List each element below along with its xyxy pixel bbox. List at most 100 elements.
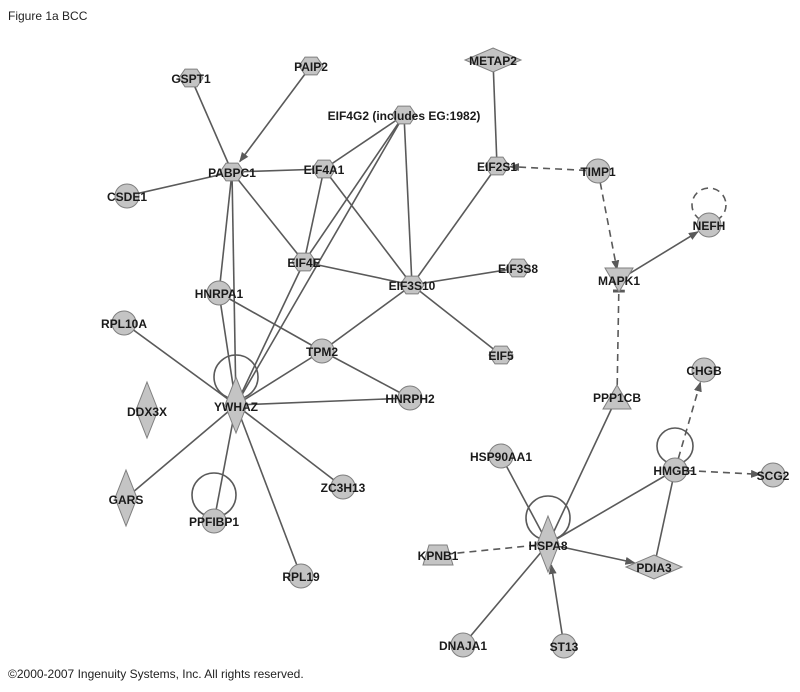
- edge-eif4e-eif3s10: [303, 261, 413, 286]
- node-label-metap2: METAP2: [469, 54, 517, 68]
- node-label-mapk1: MAPK1: [598, 274, 640, 288]
- node-shape-circle-icon: [691, 357, 717, 383]
- node-tpm2[interactable]: TPM2: [306, 338, 338, 364]
- edge-eif3s10-eif3s8: [411, 267, 519, 286]
- node-rpl10a[interactable]: RPL10A: [101, 310, 147, 336]
- node-label-paip2: PAIP2: [294, 60, 328, 74]
- edge-ppp1cb-mapk1: [612, 289, 625, 398]
- node-label-pdia3: PDIA3: [636, 561, 672, 575]
- node-label-rpl19: RPL19: [282, 570, 320, 584]
- edge-eif4e-ywhaz: [235, 261, 305, 406]
- node-ppp1cb[interactable]: PPP1CB: [593, 384, 641, 410]
- node-eif5[interactable]: EIF5: [488, 345, 514, 365]
- edge-tpm2-hnrph2: [321, 350, 411, 399]
- edge-st13-hspa8: [548, 564, 565, 647]
- node-hspa8[interactable]: HSPA8: [528, 514, 568, 574]
- edge-eif4a1-eif3s10: [323, 168, 413, 286]
- node-shape-circle-icon: [585, 158, 611, 184]
- edge-hspa8-ppp1cb: [547, 396, 618, 545]
- node-label-nefh: NEFH: [693, 219, 726, 233]
- node-pabpc1[interactable]: PABPC1: [208, 162, 256, 182]
- node-eif3s8[interactable]: EIF3S8: [498, 258, 538, 278]
- node-shape-hexagon-icon: [298, 56, 324, 76]
- node-shape-triangle-down-icon: [604, 267, 634, 293]
- node-label-tpm2: TPM2: [306, 345, 338, 359]
- node-shape-circle-icon: [760, 462, 786, 488]
- node-timp1[interactable]: TIMP1: [580, 158, 616, 184]
- node-ywhaz[interactable]: YWHAZ: [214, 375, 258, 435]
- node-chgb[interactable]: CHGB: [686, 357, 722, 383]
- node-eif4e[interactable]: EIF4E: [287, 252, 321, 272]
- node-label-gspt1: GSPT1: [171, 72, 211, 86]
- node-label-hsp90aa1: HSP90AA1: [470, 450, 532, 464]
- node-dnaja1[interactable]: DNAJA1: [439, 632, 487, 658]
- node-hmgb1[interactable]: HMGB1: [653, 457, 697, 483]
- node-label-rpl10a: RPL10A: [101, 317, 147, 331]
- edge-pabpc1-eif4e: [231, 171, 305, 263]
- node-zc3h13[interactable]: ZC3H13: [321, 474, 366, 500]
- node-shape-diamond-tall-icon: [135, 380, 159, 440]
- edge-ywhaz-gars: [125, 404, 237, 499]
- node-eif4a1[interactable]: EIF4A1: [304, 159, 345, 179]
- node-nefh[interactable]: NEFH: [693, 212, 726, 238]
- node-metap2[interactable]: METAP2: [463, 47, 523, 73]
- edge-hspa8-dnaja1: [462, 543, 549, 646]
- edge-ywhaz-rpl19: [235, 404, 302, 577]
- edge-hspa8-kpnb1: [437, 543, 549, 556]
- node-shape-hexagon-icon: [291, 252, 317, 272]
- node-ddx3x[interactable]: DDX3X: [127, 380, 167, 440]
- node-label-pabpc1: PABPC1: [208, 166, 256, 180]
- node-shape-hexagon-icon: [311, 159, 337, 179]
- node-label-ddx3x: DDX3X: [127, 405, 167, 419]
- node-hnrph2[interactable]: HNRPH2: [385, 385, 435, 411]
- edge-hmgb1-pdia3: [653, 469, 676, 568]
- node-gars[interactable]: GARS: [109, 468, 144, 528]
- edge-eif3s10-eif5: [411, 284, 502, 356]
- node-shape-circle-icon: [397, 385, 423, 411]
- node-label-ppfibp1: PPFIBP1: [189, 515, 239, 529]
- node-kpnb1[interactable]: KPNB1: [418, 544, 459, 566]
- node-eif2s1[interactable]: EIF2S1: [477, 156, 517, 176]
- node-label-gars: GARS: [109, 493, 144, 507]
- edge-eif4g2-eif4a1: [323, 114, 405, 170]
- node-shape-trapezoid-icon: [422, 544, 454, 566]
- node-shape-hexagon-icon: [488, 345, 514, 365]
- node-csde1[interactable]: CSDE1: [107, 183, 147, 209]
- node-gspt1[interactable]: GSPT1: [171, 68, 211, 88]
- edge-hspa8-hmgb1: [547, 469, 676, 545]
- edge-hmgb1-chgb: [674, 381, 702, 471]
- node-label-eif4e: EIF4E: [287, 256, 320, 270]
- node-scg2[interactable]: SCG2: [757, 462, 790, 488]
- node-st13[interactable]: ST13: [550, 633, 579, 659]
- node-shape-hexagon-icon: [219, 162, 245, 182]
- edge-pabpc1-eif4a1: [231, 168, 325, 173]
- node-paip2[interactable]: PAIP2: [294, 56, 328, 76]
- edge-hspa8-pdia3: [547, 543, 636, 565]
- node-hsp90aa1[interactable]: HSP90AA1: [470, 443, 532, 469]
- node-label-hspa8: HSPA8: [528, 539, 567, 553]
- node-shape-circle-icon: [206, 280, 232, 306]
- node-mapk1[interactable]: MAPK1: [598, 267, 640, 293]
- node-label-eif3s10: EIF3S10: [389, 279, 436, 293]
- node-shape-circle-icon: [696, 212, 722, 238]
- edge-eif4g2-eif3s10: [403, 114, 413, 286]
- node-label-ywhaz: YWHAZ: [214, 400, 258, 414]
- node-label-hmgb1: HMGB1: [653, 464, 697, 478]
- node-shape-diamond-wide-icon: [624, 554, 684, 580]
- edge-tpm2-ywhaz: [235, 350, 323, 406]
- node-eif3s10[interactable]: EIF3S10: [389, 275, 436, 295]
- node-ppfibp1[interactable]: PPFIBP1: [189, 508, 239, 534]
- node-shape-hexagon-icon: [178, 68, 204, 88]
- node-shape-circle-icon: [450, 632, 476, 658]
- node-label-scg2: SCG2: [757, 469, 790, 483]
- node-shape-hexagon-icon: [484, 156, 510, 176]
- edge-gspt1-pabpc1: [190, 77, 233, 173]
- node-shape-circle-icon: [201, 508, 227, 534]
- node-hnrpa1[interactable]: HNRPA1: [195, 280, 244, 306]
- node-rpl19[interactable]: RPL19: [282, 563, 320, 589]
- node-pdia3[interactable]: PDIA3: [624, 554, 684, 580]
- copyright-notice: ©2000-2007 Ingenuity Systems, Inc. All r…: [8, 667, 304, 681]
- node-shape-diamond-tall-icon: [536, 514, 560, 574]
- node-eif4g2[interactable]: EIF4G2 (includes EG:1982): [328, 105, 481, 125]
